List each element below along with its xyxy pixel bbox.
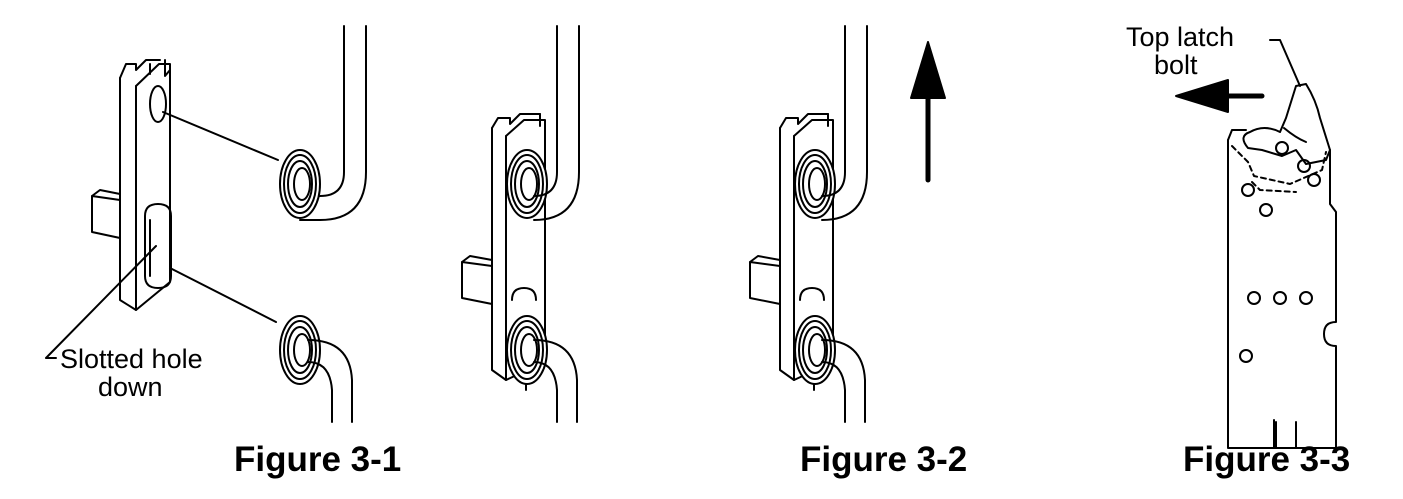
figure-3-2-caption: Figure 3-2 [800, 440, 968, 479]
round-hole [149, 85, 167, 123]
slotted-hole-leader [45, 245, 157, 359]
slotted-hole [144, 203, 172, 289]
top-latch-label-line2: bolt [1154, 50, 1198, 80]
figure-3-1-caption: Figure 3-1 [234, 440, 402, 479]
slotted-hole-label-line2: down [98, 372, 163, 402]
up-arrow-icon [910, 41, 946, 183]
latch-plate [91, 59, 172, 311]
figure-3-2-assembled-right [749, 25, 868, 423]
upper-rod [279, 25, 367, 221]
top-latch-label-line1: Top latch [1126, 22, 1235, 52]
figure-3-3-caption: Figure 3-3 [1183, 440, 1351, 479]
figure-3-3-drawing [1227, 83, 1337, 449]
figure-3-1-drawing [91, 25, 367, 423]
lower-rod [279, 315, 353, 423]
left-arrow-icon [1175, 79, 1265, 113]
figure-3-2-assembled-left [461, 25, 580, 423]
slotted-hole-label-line1: Slotted hole [60, 344, 203, 374]
top-latch-leader [1269, 39, 1301, 87]
